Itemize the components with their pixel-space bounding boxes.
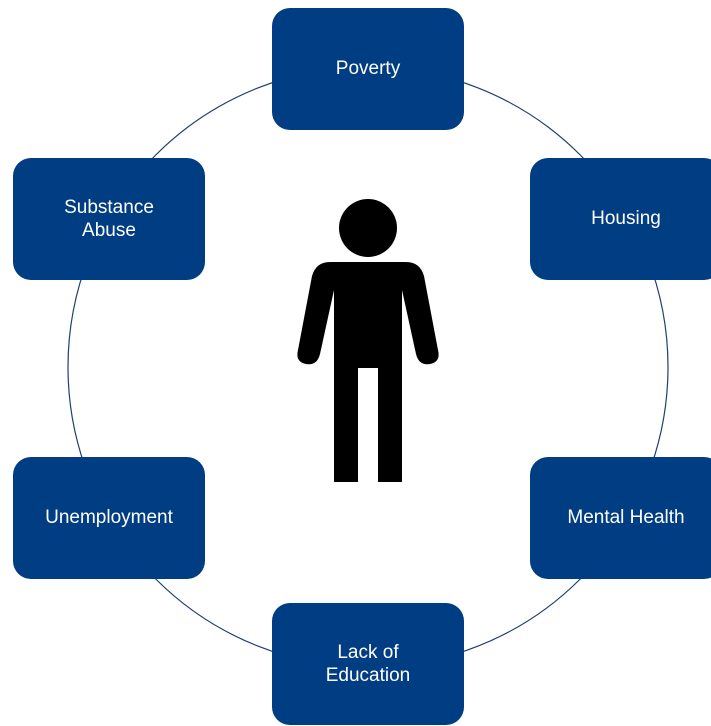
person-icon (297, 199, 439, 482)
node-label-line: Substance (64, 196, 154, 218)
node-label-line: Unemployment (45, 507, 173, 529)
node-substance-abuse: Substance Abuse (13, 158, 205, 280)
node-unemployment: Unemployment (13, 457, 205, 579)
node-label-line: Abuse (82, 220, 136, 241)
node-mental-health: Mental Health (530, 457, 711, 579)
node-poverty: Poverty (272, 8, 464, 130)
node-label-line: Mental Health (567, 507, 685, 529)
node-label-line: Poverty (335, 58, 401, 80)
node-label-line: Education (325, 665, 411, 686)
node-label-line: Housing (591, 208, 661, 230)
node-label-line: Lack of (337, 641, 399, 663)
node-housing: Housing (530, 158, 711, 280)
node-lack-of-education: Lack of Education (272, 603, 464, 725)
